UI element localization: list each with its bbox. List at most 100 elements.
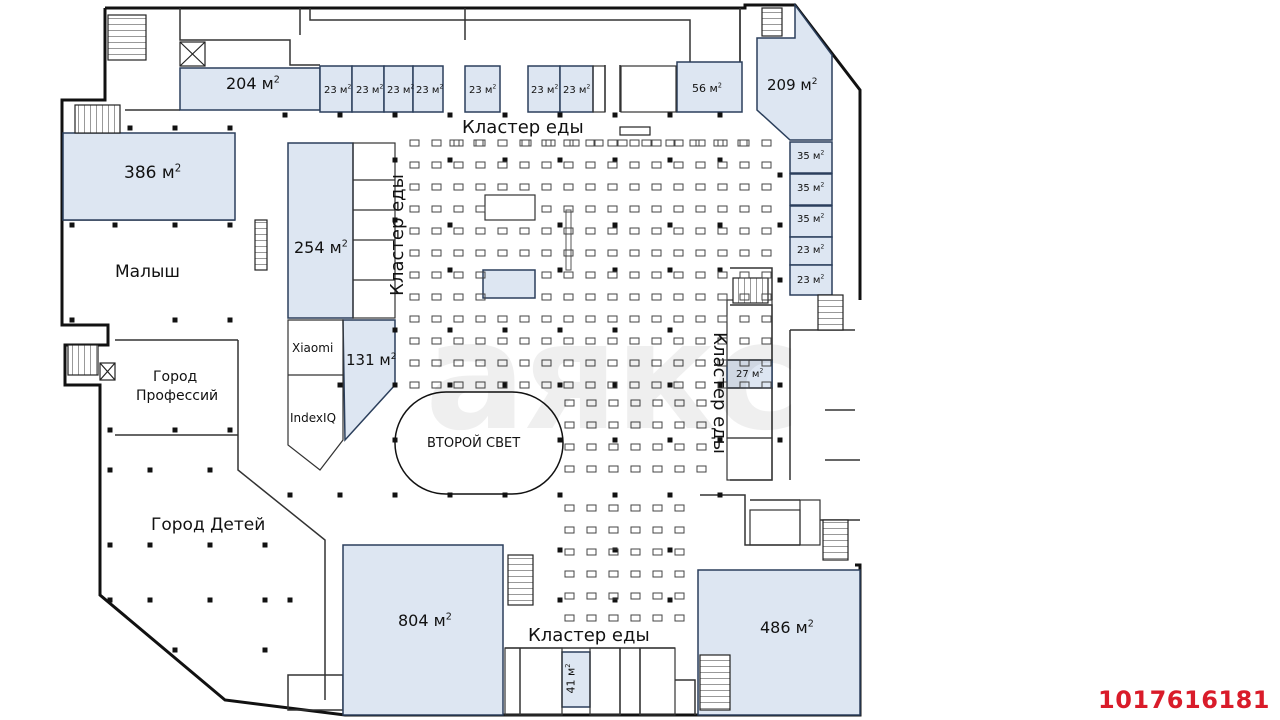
table [617,139,628,147]
unit-254-label: 254 м2 [294,238,348,257]
table [652,504,663,512]
table [674,526,685,534]
column [612,437,618,443]
table [563,271,574,279]
table [607,359,618,367]
table [651,139,662,147]
table [674,443,685,451]
column [172,647,178,653]
table [652,614,663,622]
table [497,381,508,389]
column [667,267,673,273]
column [447,112,453,118]
column [777,382,783,388]
table [497,139,508,147]
table [717,315,728,323]
unit-23-g [559,65,594,113]
table [695,293,706,301]
zone-gorod-professiy-line2: Профессий [136,388,219,404]
table [409,249,420,257]
table [585,139,596,147]
table [673,337,684,345]
table [673,249,684,257]
table [563,337,574,345]
column [337,382,343,388]
table [585,315,596,323]
unit-56 [676,61,743,113]
table [607,205,618,213]
unit-23-b-label: 23 м2 [356,83,384,96]
table [630,421,641,429]
table [695,271,706,279]
table [585,249,596,257]
table [497,337,508,345]
table [652,548,663,556]
unit-35-c-label: 35 м2 [797,212,825,225]
column [227,125,233,131]
table [409,315,420,323]
table [607,381,618,389]
unit-35-b-label: 35 м2 [797,181,825,194]
table [473,139,484,147]
table [630,465,641,473]
unit-23-c-label: 23 м2 [387,83,415,96]
unit-23-e-label: 23 м2 [469,83,497,96]
column [717,267,723,273]
column [557,222,563,228]
column [392,217,398,223]
column [287,492,293,498]
table [585,227,596,235]
table [475,293,486,301]
unit-35-b [789,173,833,206]
column [717,492,723,498]
column [557,382,563,388]
table [563,139,574,147]
table [519,249,530,257]
table [652,399,663,407]
column [717,437,723,443]
table [630,614,641,622]
table [563,227,574,235]
unit-23-b [351,65,385,113]
column [717,382,723,388]
column [612,382,618,388]
table [585,337,596,345]
table [475,139,486,147]
table [717,205,728,213]
table [739,315,750,323]
table [431,161,442,169]
column [667,597,673,603]
table [453,271,464,279]
column [557,547,563,553]
column [557,597,563,603]
table [608,399,619,407]
table [695,205,706,213]
table [652,421,663,429]
column [717,222,723,228]
column [502,492,508,498]
table [409,205,420,213]
table [541,271,552,279]
unit-386 [62,132,236,221]
unit-23-h [789,236,833,266]
table [497,227,508,235]
table [761,381,772,389]
table [629,205,640,213]
column [127,125,133,131]
table [475,249,486,257]
food-cluster-top-label: Кластер еды [462,117,584,138]
column [502,327,508,333]
column [392,437,398,443]
table [739,359,750,367]
table [695,139,706,147]
unit-209-label: 209 м2 [767,76,818,94]
table [608,526,619,534]
table [695,337,706,345]
unit-23-h-label: 23 м2 [797,243,825,256]
table [674,592,685,600]
table [541,381,552,389]
table [674,399,685,407]
table [607,139,618,147]
column [612,157,618,163]
table [652,570,663,578]
